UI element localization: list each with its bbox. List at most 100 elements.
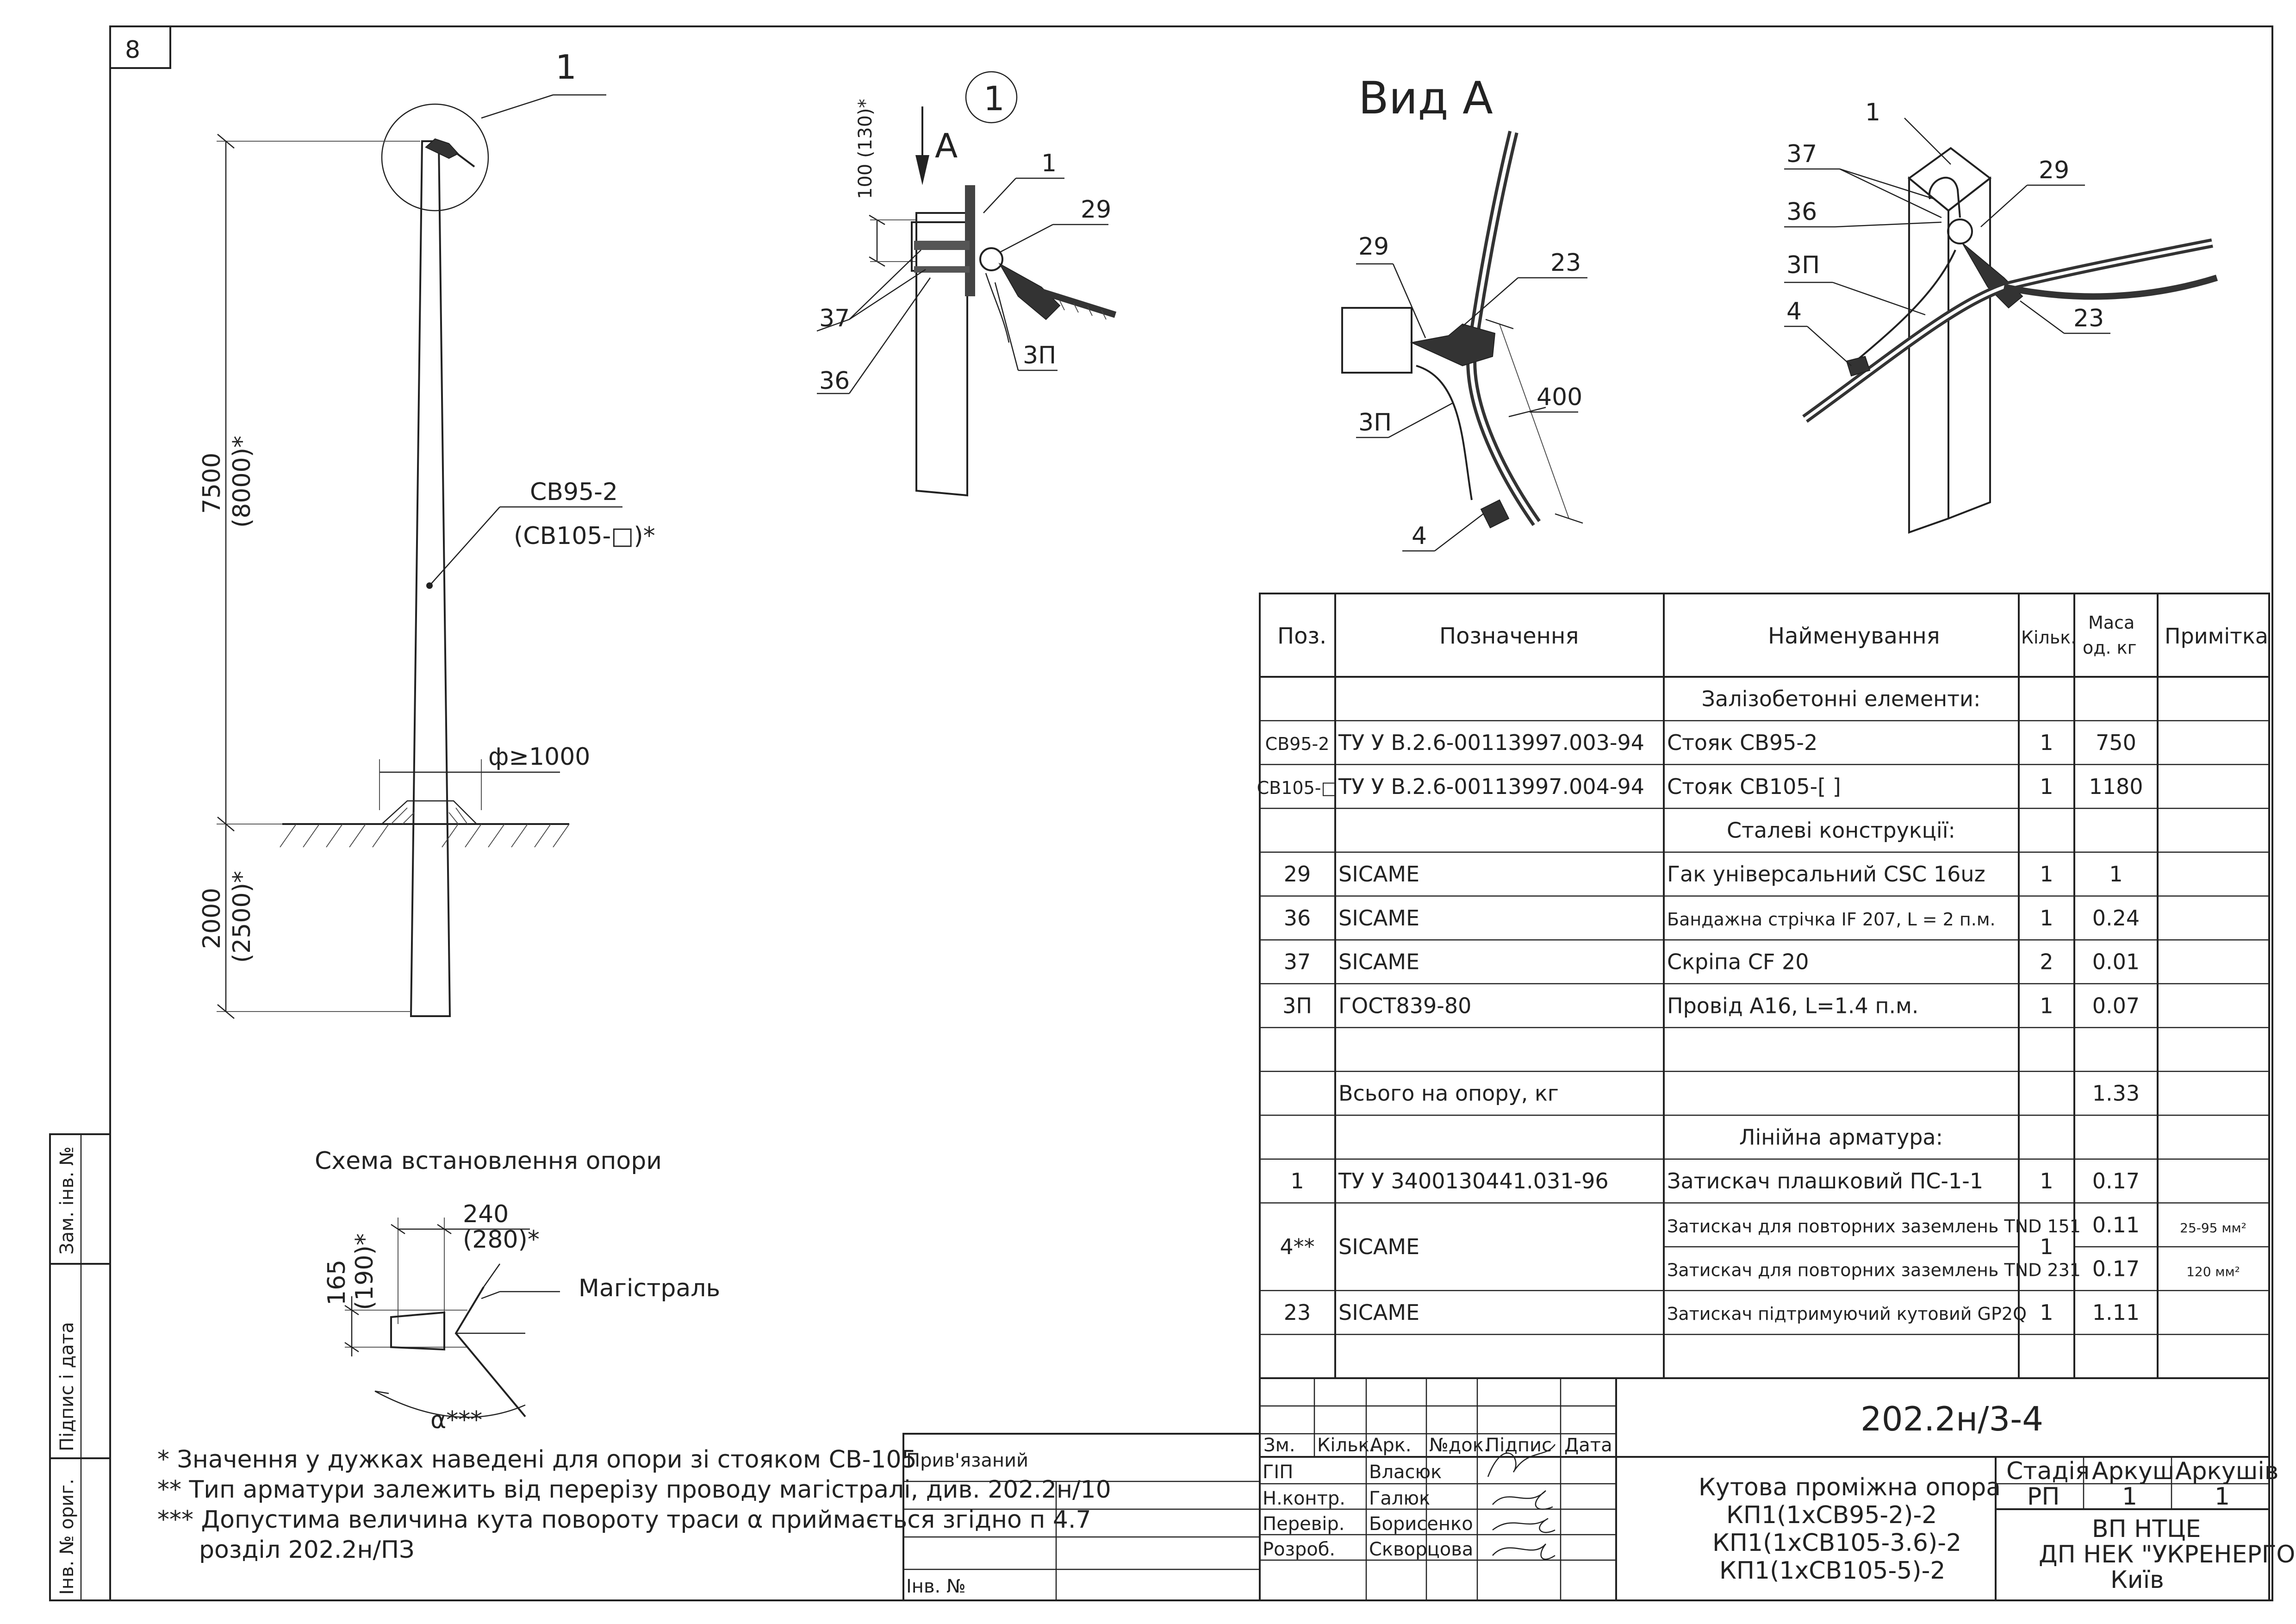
scheme-dim-h: 240	[463, 1200, 509, 1228]
spec-cell-name: Скріпа CF 20	[1667, 949, 1809, 974]
dim-top: 7500	[198, 453, 226, 514]
detail-label: 36	[819, 367, 850, 395]
spec-cell-pos: 4**	[1280, 1234, 1314, 1259]
spec-cell-designation: SICAME	[1338, 1234, 1419, 1259]
spec-cell-designation: SICAME	[1338, 1300, 1419, 1325]
title-block: Прив'язаний Інв. № Зм. Кільк. Арк. №док.…	[902, 1377, 2296, 1601]
detail-label: 1	[1041, 150, 1057, 177]
scheme-dim-v: 165	[323, 1260, 351, 1305]
iso-view: 1 37 36 3П 4 29 23	[1784, 99, 2218, 534]
side-stamp-label: Інв. № ориг.	[56, 1479, 78, 1595]
spec-cell-name: Затискач для повторних заземлень TND 231	[1667, 1260, 2081, 1280]
spec-cell-mass: 0.17	[2092, 1168, 2140, 1193]
spec-cell-mass: 0.07	[2092, 993, 2140, 1018]
inv-no-label: Інв. №	[906, 1576, 966, 1597]
side-stamp-label: Зам. інв. №	[56, 1146, 78, 1255]
spec-cell-mass: 0.01	[2092, 949, 2140, 974]
detail-label: 37	[819, 305, 850, 332]
spec-cell-pos: 3П	[1282, 993, 1312, 1018]
dim-bottom-alt: (2500)*	[228, 871, 256, 963]
note-line: розділ 202.2н/ПЗ	[199, 1536, 414, 1564]
spec-cell-name: Стояк СВ95-2	[1667, 730, 1817, 755]
side-stamp: Зам. інв. № Підпис і дата Інв. № ориг.	[49, 1133, 111, 1601]
spec-section-heading: Сталеві конструкції:	[1727, 818, 1955, 843]
title-line: КП1(1хСВ95-2)-2	[1726, 1501, 1937, 1529]
view-a-label: 4	[1412, 522, 1427, 550]
spec-header-designation: Позначення	[1439, 623, 1579, 649]
view-a-label: 400	[1537, 383, 1582, 411]
detail-1: 1 А 100 (130)* 1 29 37 36 3	[816, 71, 1117, 497]
spec-cell-name: Затискач плашковий ПС-1-1	[1667, 1168, 1983, 1193]
spec-cell-designation: ТУ У В.2.6-00113997.003-94	[1338, 730, 1644, 755]
stage-head: Стадія	[2006, 1457, 2090, 1485]
scheme-main-line: Магістраль	[579, 1274, 720, 1302]
spec-cell-qty: 1	[2040, 730, 2053, 755]
spec-section-heading: Залізобетонні елементи:	[1702, 686, 1981, 711]
spec-cell-mass: 1	[2109, 862, 2122, 887]
sheet-head: Аркуш	[2092, 1457, 2174, 1485]
spec-header-qty: Кільк.	[2021, 627, 2076, 648]
notes: * Значення у дужках наведені для опори з…	[157, 1446, 1111, 1564]
detail-title: 1	[983, 79, 1005, 118]
view-a-title: Вид А	[1358, 72, 1493, 124]
spec-cell-name: Бандажна стрічка IF 207, L = 2 п.м.	[1667, 909, 1996, 930]
spec-cell-note: 120 мм²	[2186, 1264, 2240, 1279]
pole-section	[390, 1311, 445, 1351]
dim-bottom: 2000	[198, 888, 226, 949]
signature-scribbles	[1487, 1444, 1556, 1560]
sheets-head: Аркушів	[2175, 1457, 2278, 1485]
callout-number: 1	[555, 48, 577, 87]
role-name: Власюк	[1369, 1462, 1442, 1483]
view-label: А	[935, 126, 958, 165]
spec-cell-pos: 37	[1284, 949, 1311, 974]
spec-cell-mass: 0.11	[2092, 1212, 2140, 1237]
iso-label: 23	[2073, 305, 2104, 332]
iso-label: 37	[1786, 140, 1817, 168]
role: ГІП	[1263, 1462, 1293, 1483]
note-line: ** Тип арматури залежить від перерізу пр…	[157, 1476, 1111, 1504]
spec-cell-mass: 1180	[2089, 774, 2143, 799]
role: Н.контр.	[1263, 1488, 1345, 1509]
col-head: Арк.	[1370, 1435, 1412, 1456]
title-line: КП1(1хСВ105-3.6)-2	[1712, 1529, 1961, 1557]
spec-header-mass-unit: од. кг	[2083, 637, 2137, 658]
role-name: Скворцова	[1369, 1539, 1473, 1560]
spec-cell-note: 25-95 мм²	[2180, 1220, 2246, 1236]
role: Розроб.	[1263, 1539, 1335, 1560]
spec-cell-qty: 1	[2040, 993, 2053, 1018]
spec-cell-designation: ТУ У 3400130441.031-96	[1338, 1168, 1609, 1193]
detail-title-circle	[965, 71, 1018, 124]
install-scheme-title: Схема встановлення опори	[315, 1147, 662, 1175]
spec-cell-designation: Всього на опору, кг	[1338, 1081, 1559, 1106]
title-line: КП1(1хСВ105-5)-2	[1719, 1557, 1945, 1585]
scheme-angle: α***	[430, 1406, 482, 1434]
role-name: Борисенко	[1369, 1513, 1473, 1535]
spec-cell-mass: 1.33	[2092, 1081, 2140, 1106]
spec-cell-designation: SICAME	[1338, 862, 1419, 887]
side-stamp-label: Підпис і дата	[56, 1322, 78, 1451]
spec-header-pos: Поз.	[1277, 623, 1326, 649]
spec-cell-pos: 36	[1284, 906, 1311, 931]
view-a: Вид А 400 29 23 3П 4	[1341, 72, 1587, 552]
view-a-label: 23	[1550, 249, 1581, 277]
view-a-label: 29	[1358, 233, 1389, 261]
spec-header-name: Найменування	[1768, 623, 1940, 649]
stage-value: РП	[2027, 1483, 2060, 1511]
col-head: №док.	[1429, 1435, 1490, 1456]
scheme-dim-v-alt: (190)*	[351, 1233, 379, 1310]
role-name: Галюк	[1369, 1488, 1430, 1509]
spec-cell-mass: 0.24	[2092, 906, 2140, 931]
pole	[410, 140, 451, 1017]
spec-table: Поз. Позначення Найменування Кільк. Маса…	[1257, 593, 2270, 1379]
spec-cell-qty: 1	[2040, 906, 2053, 931]
pole-elevation: 1 7500 (8000)* 2000 (2500)* СВ95-2 (СВ10…	[198, 48, 655, 1019]
view-a-label: 3П	[1358, 409, 1392, 437]
spec-cell-qty: 2	[2040, 949, 2053, 974]
detail-dim: 100 (130)*	[855, 99, 876, 199]
org-line: Київ	[2110, 1566, 2164, 1594]
iso-label: 4	[1786, 298, 1802, 325]
pole-label-alt: (СВ105-□)*	[514, 522, 655, 550]
spec-cell-mass: 750	[2096, 730, 2136, 755]
org-line: ВП НТЦЕ	[2092, 1515, 2201, 1543]
